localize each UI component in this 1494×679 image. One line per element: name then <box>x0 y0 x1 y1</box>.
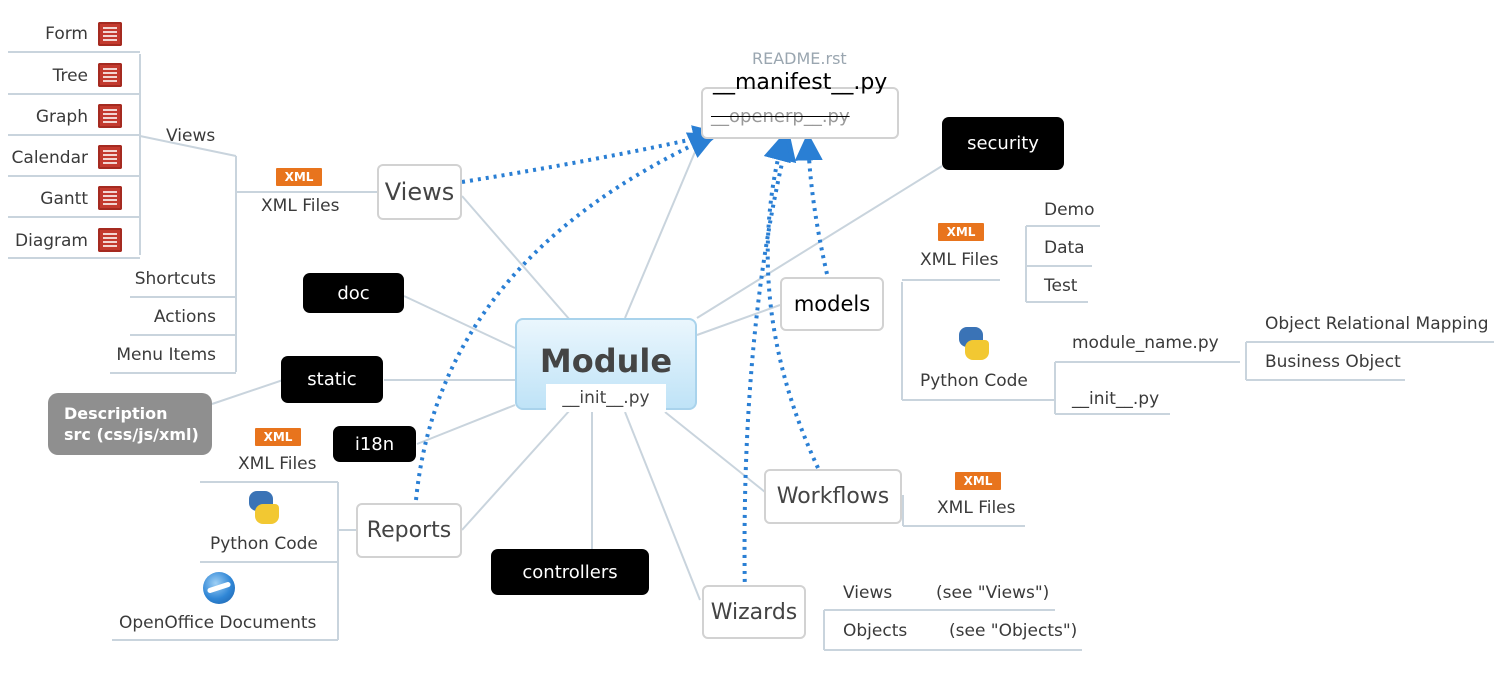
reports-python-code: Python Code <box>210 534 318 554</box>
wizards-views-see: (see "Views") <box>936 583 1050 603</box>
gantt-icon <box>98 186 122 210</box>
manifest-node[interactable] <box>701 87 899 139</box>
views-actions: Actions <box>153 307 216 327</box>
models-init: __init__.py <box>1072 389 1160 409</box>
reports-node[interactable]: Reports <box>356 503 462 558</box>
models-demo: Demo <box>1044 200 1095 220</box>
xml-badge-models: XML <box>938 223 984 241</box>
view-form: Form <box>45 24 88 44</box>
i18n-node[interactable]: i18n <box>333 426 416 462</box>
wizards-objects-see: (see "Objects") <box>949 621 1078 641</box>
view-tree: Tree <box>52 66 88 86</box>
python-icon <box>957 326 989 362</box>
graph-icon <box>98 104 122 128</box>
openerp-label: __openerp__.py <box>711 106 850 127</box>
security-node[interactable]: security <box>942 117 1064 170</box>
wizards-node[interactable]: Wizards <box>702 585 806 639</box>
view-diagram: Diagram <box>15 231 88 251</box>
module-title: Module <box>539 342 673 380</box>
models-xml-files: XML Files <box>920 250 999 270</box>
workflows-node[interactable]: Workflows <box>764 469 902 524</box>
xml-badge-workflows: XML <box>955 472 1001 490</box>
xml-badge-reports: XML <box>255 428 301 446</box>
tree-icon <box>98 63 122 87</box>
views-node[interactable]: Views <box>377 164 462 220</box>
models-node[interactable]: models <box>780 277 884 331</box>
description-line2: src (css/js/xml) <box>64 425 199 444</box>
wizards-objects: Objects <box>843 621 908 641</box>
controllers-node[interactable]: controllers <box>491 549 649 595</box>
manifest-label: __manifest__.py <box>713 70 888 95</box>
python-icon <box>247 490 279 526</box>
views-shortcuts: Shortcuts <box>134 269 216 289</box>
openoffice-icon <box>203 572 235 604</box>
views-xml-files: XML Files <box>261 196 340 216</box>
static-description: Description src (css/js/xml) <box>48 393 212 455</box>
views-sub-label: Views <box>166 126 216 146</box>
calendar-icon <box>98 145 122 169</box>
models-data: Data <box>1044 238 1085 258</box>
description-line1: Description <box>64 404 168 423</box>
view-calendar: Calendar <box>11 148 88 168</box>
static-node[interactable]: static <box>281 356 383 403</box>
module-init-label: __init__.py <box>546 384 666 412</box>
doc-node[interactable]: doc <box>303 273 404 313</box>
xml-badge-views: XML <box>276 168 322 186</box>
diagram-icon <box>98 228 122 252</box>
models-test: Test <box>1044 276 1078 296</box>
views-menu-items: Menu Items <box>116 345 216 365</box>
view-gantt: Gantt <box>40 189 88 209</box>
view-graph: Graph <box>35 107 88 127</box>
workflows-xml-files: XML Files <box>937 498 1016 518</box>
readme-label: README.rst <box>752 49 847 68</box>
models-python-code: Python Code <box>920 371 1028 391</box>
models-module-name: module_name.py <box>1072 333 1219 353</box>
models-business-object: Business Object <box>1265 352 1401 372</box>
form-icon <box>98 22 122 46</box>
models-orm: Object Relational Mapping <box>1265 314 1489 334</box>
reports-xml-files: XML Files <box>238 454 317 474</box>
wizards-views: Views <box>843 583 893 603</box>
reports-openoffice: OpenOffice Documents <box>119 613 317 633</box>
